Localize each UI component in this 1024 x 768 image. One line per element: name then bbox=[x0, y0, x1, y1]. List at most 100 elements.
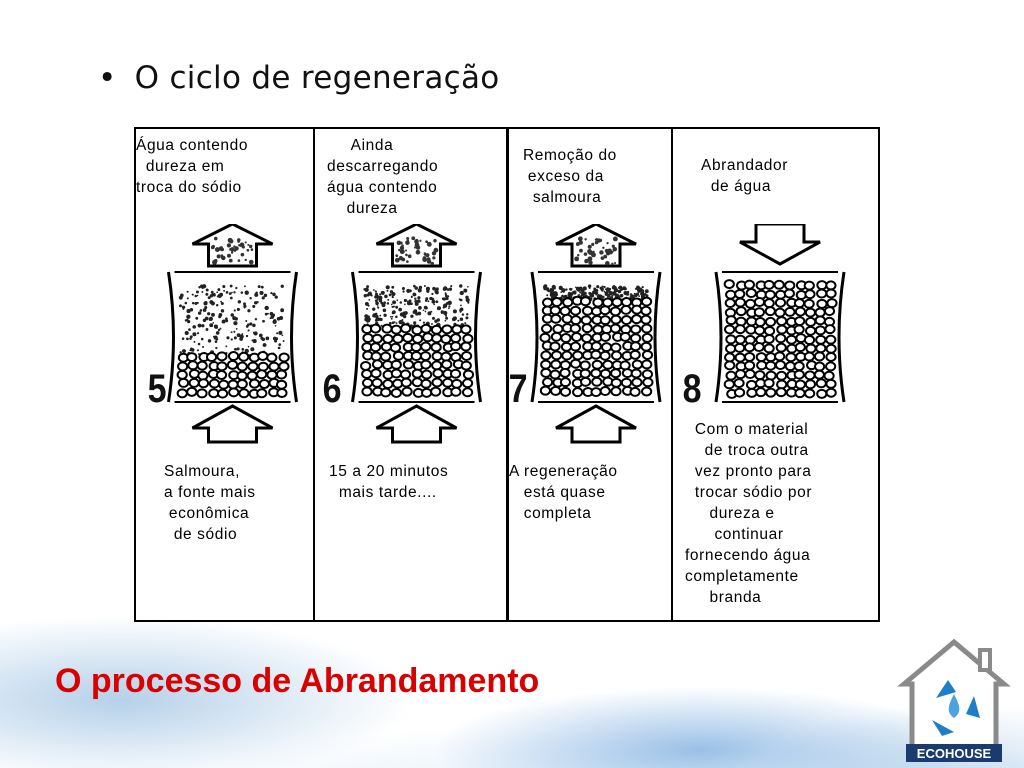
resin-bead bbox=[400, 323, 412, 334]
flow-down-arrow-icon bbox=[739, 224, 821, 266]
water-splash-background bbox=[0, 280, 1024, 768]
resin-bead bbox=[805, 316, 817, 327]
resin-bead bbox=[380, 387, 392, 398]
resin-bead bbox=[753, 325, 766, 336]
resin-bead bbox=[763, 343, 775, 354]
resin-bead bbox=[562, 297, 574, 308]
resin-bead bbox=[826, 298, 838, 309]
resin-bead bbox=[419, 351, 432, 362]
resin-bead bbox=[631, 314, 643, 325]
resin-bead bbox=[177, 377, 190, 388]
panel-5-top-caption: Água contendo dureza em troca do sódio bbox=[136, 137, 249, 196]
resin-bead bbox=[460, 360, 472, 371]
resin-bead bbox=[641, 369, 654, 380]
resin-bead bbox=[462, 369, 475, 380]
resin-bead bbox=[764, 306, 776, 317]
resin-bead bbox=[774, 307, 786, 318]
resin-bead bbox=[793, 324, 805, 335]
resin-bead bbox=[641, 332, 653, 343]
resin-bead bbox=[218, 379, 230, 390]
resin-bead bbox=[256, 388, 268, 399]
resin-bead bbox=[460, 350, 473, 361]
resin-bead bbox=[630, 324, 642, 335]
resin-bead bbox=[390, 359, 402, 370]
bullet-dot: • bbox=[98, 60, 117, 96]
panel-5-step-number: 5 bbox=[147, 367, 167, 411]
resin-bead bbox=[629, 333, 642, 344]
resin-bead bbox=[794, 388, 806, 399]
resin-bead bbox=[825, 288, 837, 299]
resin-bead bbox=[420, 341, 432, 352]
resin-bead bbox=[785, 352, 797, 363]
resin-bead bbox=[599, 305, 611, 316]
resin-bead bbox=[227, 351, 240, 362]
resin-bead bbox=[431, 351, 443, 362]
resin-bead bbox=[539, 332, 551, 343]
resin-bead bbox=[420, 378, 432, 389]
panel-step-8: Abrandador de água 8 Com o material de t… bbox=[671, 127, 880, 622]
resin-bead bbox=[369, 342, 382, 353]
resin-bead bbox=[763, 378, 775, 389]
resin-bead bbox=[208, 378, 221, 389]
resin-bead bbox=[205, 352, 218, 363]
resin-bead bbox=[630, 368, 642, 379]
resin-bead bbox=[642, 377, 654, 388]
resin-bead bbox=[216, 388, 229, 399]
resin-bead bbox=[794, 379, 806, 390]
resin-bead bbox=[783, 288, 795, 299]
resin-bead bbox=[743, 279, 755, 290]
resin-bead bbox=[579, 360, 591, 371]
resin-bead bbox=[620, 297, 633, 308]
resin-bead bbox=[572, 387, 584, 398]
resin-bead bbox=[462, 333, 474, 344]
resin-bead bbox=[276, 387, 288, 398]
resin-bead bbox=[825, 280, 837, 291]
panel-5-resin-tank bbox=[167, 224, 298, 444]
resin-bead bbox=[813, 369, 825, 380]
resin-bead bbox=[794, 306, 807, 317]
resin-bead bbox=[176, 388, 188, 399]
resin-bead bbox=[382, 333, 394, 344]
resin-bead bbox=[599, 315, 611, 326]
resin-bead bbox=[258, 378, 270, 389]
resin-bead bbox=[611, 297, 623, 308]
resin-bead bbox=[641, 323, 653, 334]
resin-bead bbox=[816, 298, 828, 309]
resin-bead bbox=[392, 350, 405, 361]
resin-bead bbox=[753, 342, 765, 353]
resin-bead bbox=[774, 297, 787, 308]
resin-bead bbox=[825, 378, 837, 389]
resin-bead bbox=[723, 279, 735, 290]
resin-bead bbox=[542, 377, 554, 388]
resin-bead bbox=[430, 342, 442, 353]
resin-bead bbox=[775, 333, 787, 344]
resin-bead bbox=[361, 377, 374, 388]
resin-bead bbox=[610, 314, 622, 325]
resin-bead bbox=[560, 332, 572, 343]
resin-bead bbox=[460, 341, 472, 352]
resin-bead bbox=[825, 343, 837, 354]
resin-bead bbox=[754, 370, 766, 381]
resin-bead bbox=[764, 289, 776, 300]
resin-bead bbox=[793, 298, 806, 309]
resin-bead bbox=[823, 306, 836, 317]
resin-bead bbox=[599, 386, 611, 397]
resin-bead bbox=[432, 368, 444, 379]
bullet-title: •O ciclo de regeneração bbox=[98, 60, 500, 96]
resin-bead bbox=[753, 307, 765, 318]
resin-bead bbox=[733, 378, 745, 389]
resin-bead bbox=[725, 334, 737, 345]
resin-bead bbox=[785, 334, 798, 345]
resin-bead bbox=[559, 306, 571, 317]
panel-step-7: Remoção do exceso da salmoura 7 A regene… bbox=[507, 127, 673, 622]
resin-bead bbox=[610, 350, 623, 361]
resin-bead bbox=[581, 323, 593, 334]
resin-bead bbox=[572, 350, 584, 361]
resin-bead bbox=[431, 377, 443, 388]
resin-bead bbox=[620, 315, 633, 326]
panel-8-bottom-caption: Com o material de troca outra vez pronto… bbox=[685, 421, 813, 606]
resin-bead bbox=[816, 388, 828, 399]
flow-up-arrow-icon bbox=[191, 224, 274, 268]
resin-bead bbox=[421, 387, 433, 398]
resin-bead bbox=[764, 316, 777, 327]
